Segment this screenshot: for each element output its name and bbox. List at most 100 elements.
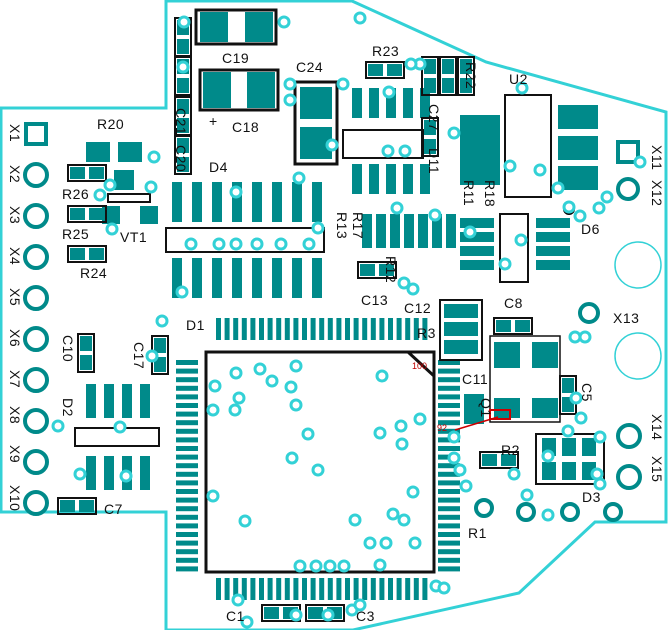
- smd-pad: [232, 182, 242, 222]
- smd-pad: [438, 549, 460, 555]
- smd-pad: [438, 557, 460, 563]
- via: [175, 285, 189, 299]
- via: [238, 514, 252, 528]
- smd-pad: [460, 232, 494, 242]
- smd-pad: [192, 182, 202, 222]
- via: [386, 507, 400, 521]
- via: [177, 15, 191, 29]
- mounting-hole: [614, 241, 662, 289]
- via: [289, 359, 303, 373]
- smd-pad: [284, 318, 290, 340]
- smd-pad: [176, 368, 198, 374]
- through-hole-pad: [616, 423, 642, 449]
- component-outline: [174, 135, 192, 175]
- smd-pad: [176, 566, 198, 572]
- smd-pad: [438, 394, 460, 400]
- via: [593, 477, 607, 491]
- via: [302, 237, 316, 251]
- label-X6: X6: [7, 329, 23, 348]
- via: [277, 15, 291, 29]
- smd-pad: [515, 320, 530, 332]
- via: [447, 126, 461, 140]
- smd-pad: [259, 578, 264, 600]
- smd-pad: [370, 318, 376, 340]
- smd-pad: [241, 318, 247, 340]
- smd-pad: [272, 258, 282, 298]
- smd-pad: [302, 578, 307, 600]
- smd-pad: [267, 318, 273, 340]
- smd-pad: [70, 167, 85, 179]
- smd-pad: [216, 578, 221, 600]
- via: [394, 419, 408, 433]
- smd-pad: [247, 72, 275, 108]
- via: [311, 463, 325, 477]
- smd-pad: [176, 549, 198, 555]
- smd-pad: [403, 88, 413, 118]
- label-R26: R26: [62, 186, 90, 202]
- via: [145, 349, 159, 363]
- via: [208, 379, 222, 393]
- smd-pad: [396, 578, 402, 600]
- smd-pad: [176, 540, 198, 546]
- smd-pad: [176, 497, 198, 503]
- smd-pad: [438, 514, 460, 520]
- through-hole-pad: [560, 502, 580, 522]
- component-outline: [293, 80, 339, 166]
- smd-pad: [494, 342, 520, 368]
- via: [285, 451, 299, 465]
- smd-pad: [386, 88, 396, 118]
- label-R17: R17: [350, 212, 366, 240]
- label-C17: C17: [131, 342, 147, 370]
- smd-pad: [438, 428, 460, 434]
- through-hole-pad: [23, 285, 49, 311]
- smd-pad: [501, 454, 516, 466]
- via: [574, 411, 588, 425]
- smd-pad: [176, 514, 198, 520]
- smd-pad: [177, 138, 189, 153]
- smd-pad: [86, 384, 96, 418]
- smd-pad: [104, 384, 114, 418]
- smd-pad: [379, 264, 394, 276]
- smd-pad: [312, 258, 322, 298]
- smd-pad: [345, 318, 350, 340]
- smd-pad: [140, 206, 158, 224]
- smd-pad: [396, 318, 402, 340]
- label-U2: U2: [509, 71, 528, 87]
- via: [105, 222, 119, 236]
- smd-pad: [192, 258, 202, 298]
- via: [229, 237, 243, 251]
- smd-pad: [224, 578, 230, 600]
- smd-pad: [176, 523, 198, 529]
- label-X4: X4: [7, 247, 23, 266]
- smd-pad: [369, 88, 379, 118]
- component-outline: [174, 56, 192, 96]
- smd-pad: [176, 428, 198, 434]
- smd-pad: [300, 87, 332, 119]
- via: [113, 420, 127, 434]
- smd-pad: [176, 471, 198, 477]
- label-R18: R18: [482, 180, 498, 208]
- label-C8: C8: [504, 295, 523, 311]
- smd-pad: [444, 304, 478, 318]
- smd-pad: [438, 566, 460, 572]
- pin-marker-100: 100: [412, 361, 428, 371]
- smd-pad: [140, 456, 150, 490]
- smd-pad: [241, 578, 247, 600]
- smd-pad: [177, 39, 189, 54]
- via: [232, 391, 246, 405]
- component-outline: [57, 497, 97, 515]
- smd-pad: [562, 438, 576, 456]
- smd-pad: [420, 164, 430, 194]
- smd-pad: [308, 607, 323, 619]
- smd-pad: [496, 320, 511, 332]
- smd-pad: [172, 258, 182, 298]
- smd-pad: [118, 142, 142, 162]
- smd-pad: [420, 88, 430, 118]
- smd-pad: [379, 578, 385, 600]
- via: [51, 419, 65, 433]
- component-outline: [204, 350, 436, 574]
- label-C11: C11: [462, 371, 489, 387]
- smd-pad: [444, 322, 478, 336]
